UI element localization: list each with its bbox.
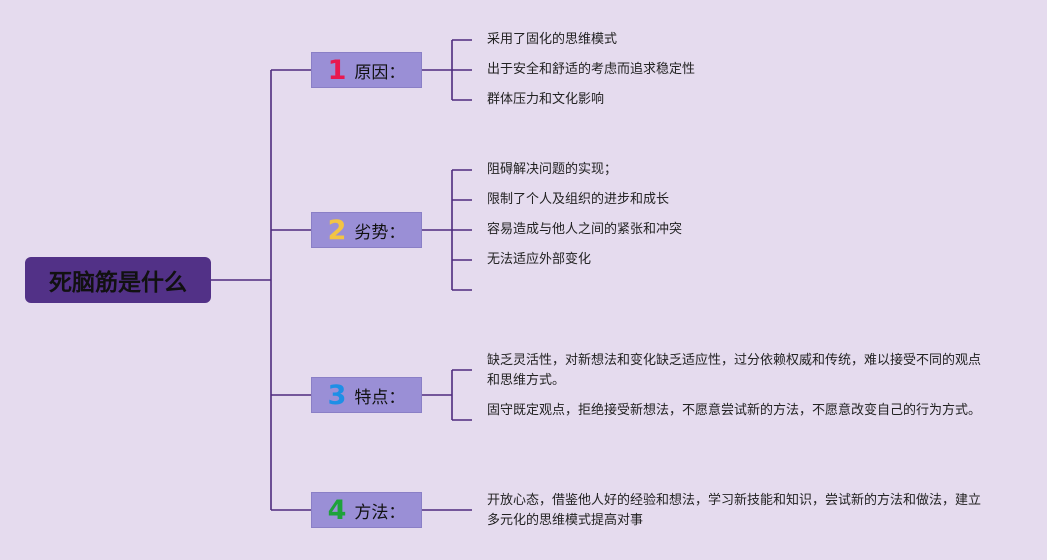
branch-node-methods: 4 方法： (311, 492, 422, 528)
leaf-item: 限制了个人及组织的进步和成长 (487, 192, 670, 207)
number-2-icon: 2 (327, 214, 347, 246)
leaf-item: 阻碍解决问题的实现； (487, 162, 618, 177)
branch-node-disadvantages: 2 劣势： (311, 212, 422, 248)
branch-label: 特点： (354, 387, 406, 408)
branch-label: 劣势： (354, 222, 406, 243)
leaf-item: 固守既定观点，拒绝接受新想法，不愿意尝试新的方法，不愿意改变自己的行为方式。 (487, 403, 982, 418)
leaf-item: 开放心态，借鉴他人好的经验和想法，学习新技能和知识，尝试新的方法和做法，建立多元… (487, 493, 982, 528)
root-node: 死脑筋是什么 (25, 257, 211, 303)
leaf-item: 缺乏灵活性，对新想法和变化缺乏适应性，过分依赖权威和传统，难以接受不同的观点和思… (487, 353, 982, 388)
branch-label: 原因： (354, 62, 406, 83)
branch-node-characteristics: 3 特点： (311, 377, 422, 413)
root-label: 死脑筋是什么 (49, 270, 187, 296)
branch-node-causes: 1 原因： (311, 52, 422, 88)
leaf-item: 群体压力和文化影响 (487, 92, 605, 107)
leaf-item: 容易造成与他人之间的紧张和冲突 (487, 222, 683, 237)
leaf-item: 无法适应外部变化 (487, 252, 592, 267)
number-1-icon: 1 (327, 54, 347, 86)
number-3-icon: 3 (327, 379, 347, 411)
leaf-item: 采用了固化的思维模式 (487, 32, 618, 47)
number-4-icon: 4 (327, 494, 347, 526)
branch-label: 方法： (354, 502, 406, 523)
leaf-item: 出于安全和舒适的考虑而追求稳定性 (487, 62, 696, 77)
